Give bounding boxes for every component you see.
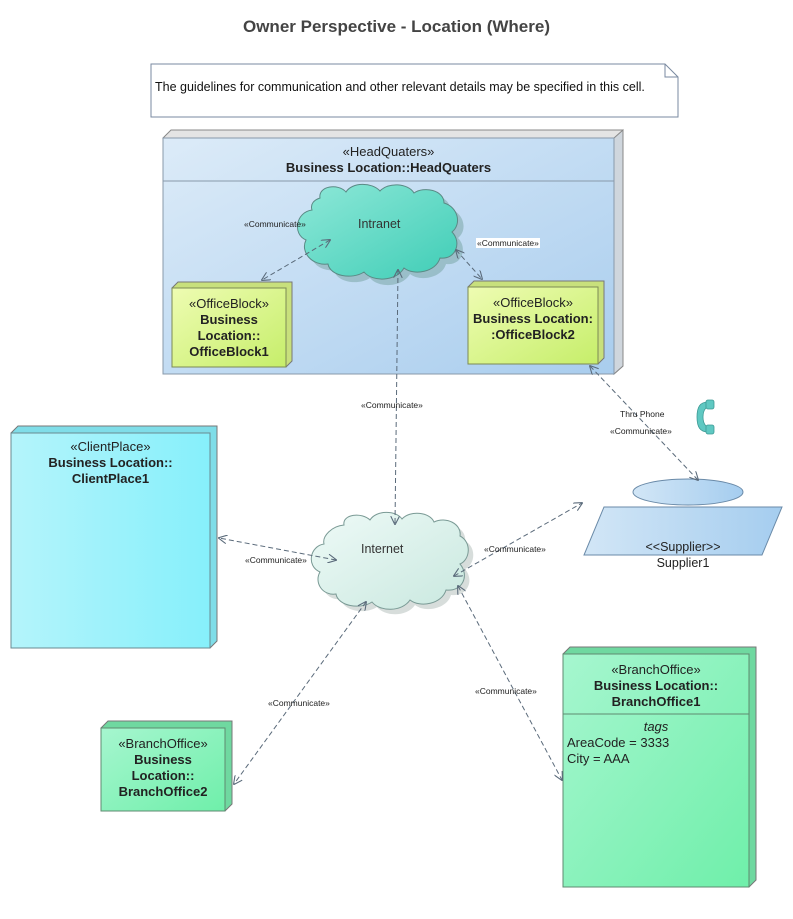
branchoffice1-name-line2: BranchOffice1: [611, 694, 701, 709]
supplier-stereotype: <<Supplier>>: [645, 540, 721, 554]
headquarters-stereotype: «HeadQuaters»: [342, 144, 435, 159]
note[interactable]: [150, 63, 679, 118]
clientplace-name-line1: Business Location::: [48, 455, 173, 470]
branchoffice2-name-line1: Business: [134, 752, 192, 767]
officeblock2-stereotype: «OfficeBlock»: [493, 295, 573, 310]
officeblock1-name-line2: Location::: [197, 328, 261, 343]
branchoffice1-name-line1: Business Location::: [593, 678, 719, 693]
headquarters-label: «HeadQuaters» Business Location::HeadQua…: [163, 144, 614, 176]
officeblock1-stereotype: «OfficeBlock»: [189, 296, 269, 311]
officeblock1-label: «OfficeBlock» Business Location:: Office…: [172, 296, 286, 360]
internet-label: Internet: [361, 542, 404, 556]
branchoffice1-label: «BranchOffice» Business Location:: Branc…: [563, 662, 749, 710]
officeblock2-name-line1: Business Location:: [473, 311, 593, 326]
connector-label-communicate: «Communicate»: [476, 238, 540, 248]
branchoffice2-stereotype: «BranchOffice»: [118, 736, 208, 751]
connector-intranet-officeblock2[interactable]: [456, 250, 482, 279]
clientplace-name-line2: ClientPlace1: [71, 471, 150, 486]
note-text: The guidelines for communication and oth…: [155, 80, 645, 94]
branchoffice2-name-line3: BranchOffice2: [118, 784, 208, 799]
branchoffice1-stereotype: «BranchOffice»: [611, 662, 701, 677]
clientplace-node[interactable]: [10, 425, 218, 649]
officeblock2-label: «OfficeBlock» Business Location: :Office…: [468, 295, 598, 343]
intranet-label: Intranet: [358, 217, 401, 231]
connector-intranet-internet[interactable]: [395, 270, 398, 524]
connector-label-communicate: «Communicate»: [268, 698, 330, 708]
connector-label-communicate: «Communicate»: [484, 544, 546, 554]
headquarters-name: Business Location::HeadQuaters: [285, 160, 492, 175]
officeblock1-node[interactable]: [171, 281, 293, 368]
branchoffice2-node[interactable]: [100, 720, 233, 812]
connector-internet-supplier[interactable]: [454, 503, 582, 576]
clientplace-label: «ClientPlace» Business Location:: Client…: [11, 439, 210, 487]
officeblock2-name-line2: :OfficeBlock2: [491, 327, 575, 342]
connector-internet-branchoffice2[interactable]: [234, 602, 366, 784]
branchoffice2-label: «BranchOffice» Business Location:: Branc…: [101, 736, 225, 800]
intranet-cloud[interactable]: [297, 183, 464, 286]
connector-label-communicate: «Communicate»: [610, 426, 672, 436]
officeblock1-name-line3: OfficeBlock1: [189, 344, 269, 359]
branchoffice1-tag-city: City = AAA: [567, 751, 630, 766]
connector-internet-clientplace[interactable]: [219, 538, 336, 560]
supplier-node[interactable]: [583, 478, 783, 556]
branchoffice2-name-line2: Location::: [131, 768, 195, 783]
officeblock2-node[interactable]: [467, 280, 605, 365]
connector-intranet-officeblock1[interactable]: [262, 240, 330, 280]
phone-icon: [696, 399, 715, 435]
branchoffice1-tags-header: tags: [643, 719, 669, 734]
connector-label-communicate: «Communicate»: [475, 686, 537, 696]
connector-label-thru-phone: Thru Phone: [620, 409, 665, 419]
diagram-title: Owner Perspective - Location (Where): [242, 17, 550, 36]
clientplace-stereotype: «ClientPlace»: [70, 439, 151, 454]
internet-cloud[interactable]: [310, 511, 474, 615]
officeblock1-name-line1: Business: [200, 312, 258, 327]
branchoffice1-tag-areacode: AreaCode = 3333: [567, 735, 670, 750]
connector-label-communicate: «Communicate»: [244, 219, 306, 229]
connector-internet-branchoffice1[interactable]: [458, 586, 562, 780]
branchoffice1-node[interactable]: [562, 646, 757, 888]
connector-label-communicate: «Communicate»: [361, 400, 423, 410]
supplier-name: Supplier1: [656, 556, 710, 570]
connector-label-communicate: «Communicate»: [245, 555, 307, 565]
connector-officeblock2-supplier[interactable]: [590, 366, 698, 480]
